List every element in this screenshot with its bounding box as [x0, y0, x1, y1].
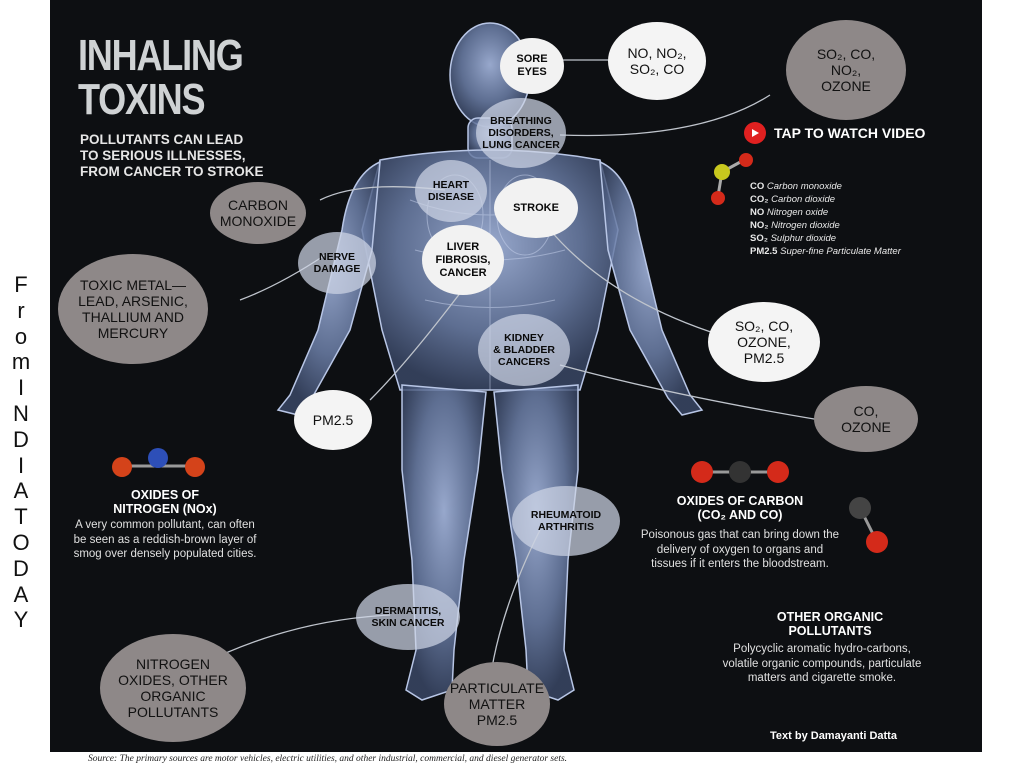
page-title: INHALING TOXINS: [78, 31, 244, 124]
side-letter: Y: [13, 607, 29, 633]
illness-stroke: STROKE: [494, 178, 578, 238]
source-eyes: NO, NO₂, SO₂, CO: [608, 22, 706, 100]
illness-eyes: SORE EYES: [500, 38, 564, 94]
nox-body: A very common pollutant, can often be se…: [73, 519, 257, 560]
source-heart: CARBON MONOXIDE: [210, 182, 306, 244]
cox-heading: OXIDES OF CARBON (CO₂ AND CO): [676, 494, 804, 522]
co-molecule-icon: [849, 497, 888, 553]
legend-item: SO₂ Sulphur dioxide: [750, 233, 837, 244]
watch-video-label[interactable]: TAP TO WATCH VIDEO: [774, 125, 926, 141]
page-subtitle: POLLUTANTS CAN LEAD TO SERIOUS ILLNESSES…: [80, 132, 264, 179]
illness-heart: HEART DISEASE: [415, 160, 487, 222]
legend-item: NO Nitrogen oxide: [750, 207, 829, 218]
source-stroke: SO₂, CO, OZONE, PM2.5: [708, 302, 820, 382]
side-letter: A: [13, 581, 29, 607]
source-skin: NITROGEN OXIDES, OTHER ORGANIC POLLUTANT…: [100, 634, 246, 742]
organic-body: Polycyclic aromatic hydro-carbons, volat…: [722, 643, 922, 684]
illness-skin: DERMATITIS, SKIN CANCER: [356, 584, 460, 650]
legend-item: NO₂ Nitrogen dioxide: [750, 220, 840, 231]
source-note: Source: The primary sources are motor ve…: [88, 754, 568, 764]
side-letter: m: [11, 349, 31, 375]
so2-molecule-icon: [711, 153, 753, 205]
legend-item: CO Carbon monoxide: [750, 181, 842, 192]
play-icon[interactable]: [744, 122, 766, 144]
side-letter: o: [14, 323, 28, 349]
side-letter: I: [17, 452, 25, 478]
author-credit: Text by Damayanti Datta: [770, 730, 897, 742]
source-nerve: TOXIC METAL— LEAD, ARSENIC, THALLIUM AND…: [58, 254, 208, 364]
infographic-poster: INHALING TOXINS POLLUTANTS CAN LEAD TO S…: [50, 0, 982, 752]
side-letter: T: [14, 504, 28, 530]
side-letter: A: [13, 478, 29, 504]
illness-nerve: NERVE DAMAGE: [298, 232, 376, 294]
illness-arthritis: RHEUMATOID ARTHRITIS: [512, 486, 620, 556]
legend-item: PM2.5 Super-fine Particulate Matter: [750, 246, 901, 257]
no2-molecule-icon: [112, 448, 205, 477]
source-liver: PM2.5: [294, 390, 372, 450]
illness-kidney: KIDNEY & BLADDER CANCERS: [478, 314, 570, 386]
side-letter: D: [13, 555, 29, 581]
side-letter: O: [12, 529, 30, 555]
side-watermark: F r o m I N D I A T O D A Y: [8, 272, 34, 633]
nox-heading: OXIDES OF NITROGEN (NOx): [113, 488, 217, 516]
side-letter: r: [17, 297, 25, 323]
source-arthritis: PARTICULATE MATTER PM2.5: [444, 662, 550, 746]
side-letter: F: [14, 272, 28, 297]
abbreviation-legend: CO Carbon monoxide CO₂ Carbon dioxide NO…: [750, 180, 901, 258]
side-letter: I: [17, 375, 25, 401]
legend-item: CO₂ Carbon dioxide: [750, 194, 836, 205]
source-kidney: CO, OZONE: [814, 386, 918, 452]
side-letter: N: [13, 400, 29, 426]
illness-liver: LIVER FIBROSIS, CANCER: [422, 225, 504, 295]
watch-video-link[interactable]: TAP TO WATCH VIDEO: [744, 122, 925, 144]
illness-lungs: BREATHING DISORDERS, LUNG CANCER: [476, 98, 566, 168]
source-lungs: SO₂, CO, NO₂, OZONE: [786, 20, 906, 120]
co2-molecule-icon: [691, 461, 789, 483]
side-letter: D: [13, 426, 29, 452]
cox-body: Poisonous gas that can bring down the de…: [640, 529, 840, 570]
organic-heading: OTHER ORGANIC POLLUTANTS: [776, 610, 884, 638]
